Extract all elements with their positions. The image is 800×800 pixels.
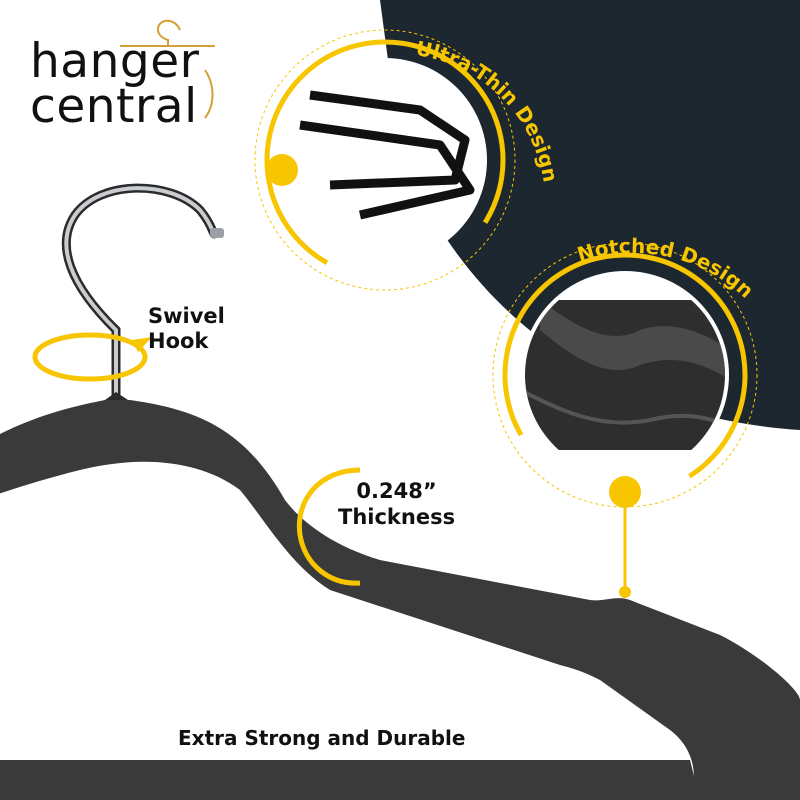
hanger-body [0,400,800,800]
notched-callout [492,242,758,598]
brand-logo-line1: hanger [30,34,200,89]
swivel-hook [62,183,224,400]
swivel-hook-label: Swivel Hook [148,304,225,354]
swivel-line1: Swivel [148,304,225,328]
ultra-thin-callout [254,29,516,291]
rotation-ring [32,332,148,382]
thickness-text: Thickness [338,505,456,529]
swivel-line2: Hook [148,329,209,353]
brand-hanger-icon [120,19,215,47]
durability-caption: Extra Strong and Durable [178,726,466,750]
thickness-value: 0.248” [356,479,437,503]
thickness-arc [296,467,361,586]
thickness-label: 0.248” Thickness [338,478,455,530]
brand-logo-line2: central [30,79,198,134]
